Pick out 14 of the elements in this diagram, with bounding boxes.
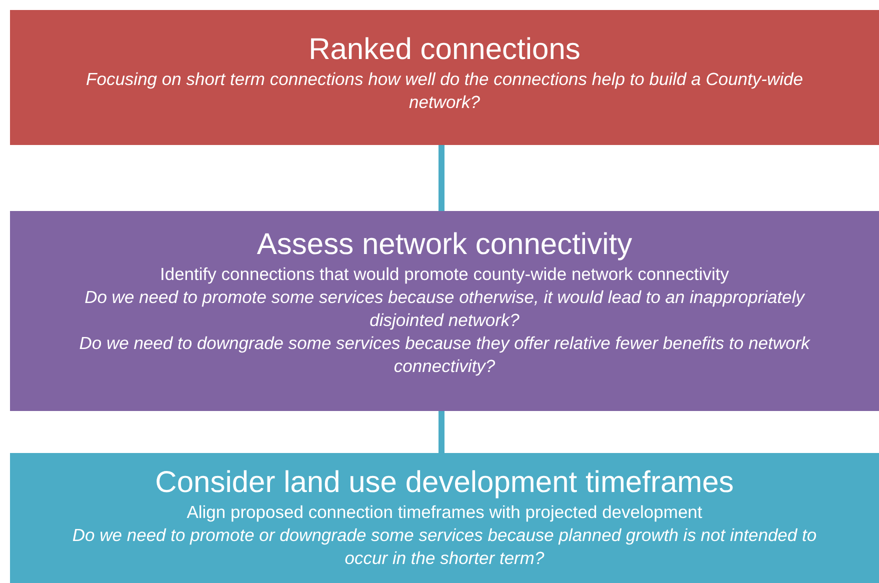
- node-title: Consider land use development timeframes: [155, 465, 734, 501]
- node-question: Focusing on short term connections how well do the connections help to build a County-wide network?: [85, 68, 804, 114]
- node-description: Align proposed connection timeframes with projected development: [186, 501, 702, 524]
- process-box: [10, 453, 879, 583]
- node-title: Ranked connections: [308, 32, 580, 68]
- node-question: Do we need to promote some services because otherwise, it would lead to an inappropriately disjointed network?: [84, 286, 806, 332]
- connector-line: [438, 411, 444, 453]
- node-description: Identify connections that would promote county-wide network connectivity: [160, 263, 730, 286]
- node-question: Do we need to downgrade some services because they offer relative fewer benefits to network connectivity?: [78, 332, 812, 378]
- process-box: [10, 211, 879, 411]
- connector-line: [438, 145, 444, 211]
- node-title: Assess network connectivity: [256, 227, 632, 263]
- node-question: Do we need to promote or downgrade some services because planned growth is not intended to occur in the shorter term?: [71, 524, 818, 570]
- process-box: [10, 10, 879, 145]
